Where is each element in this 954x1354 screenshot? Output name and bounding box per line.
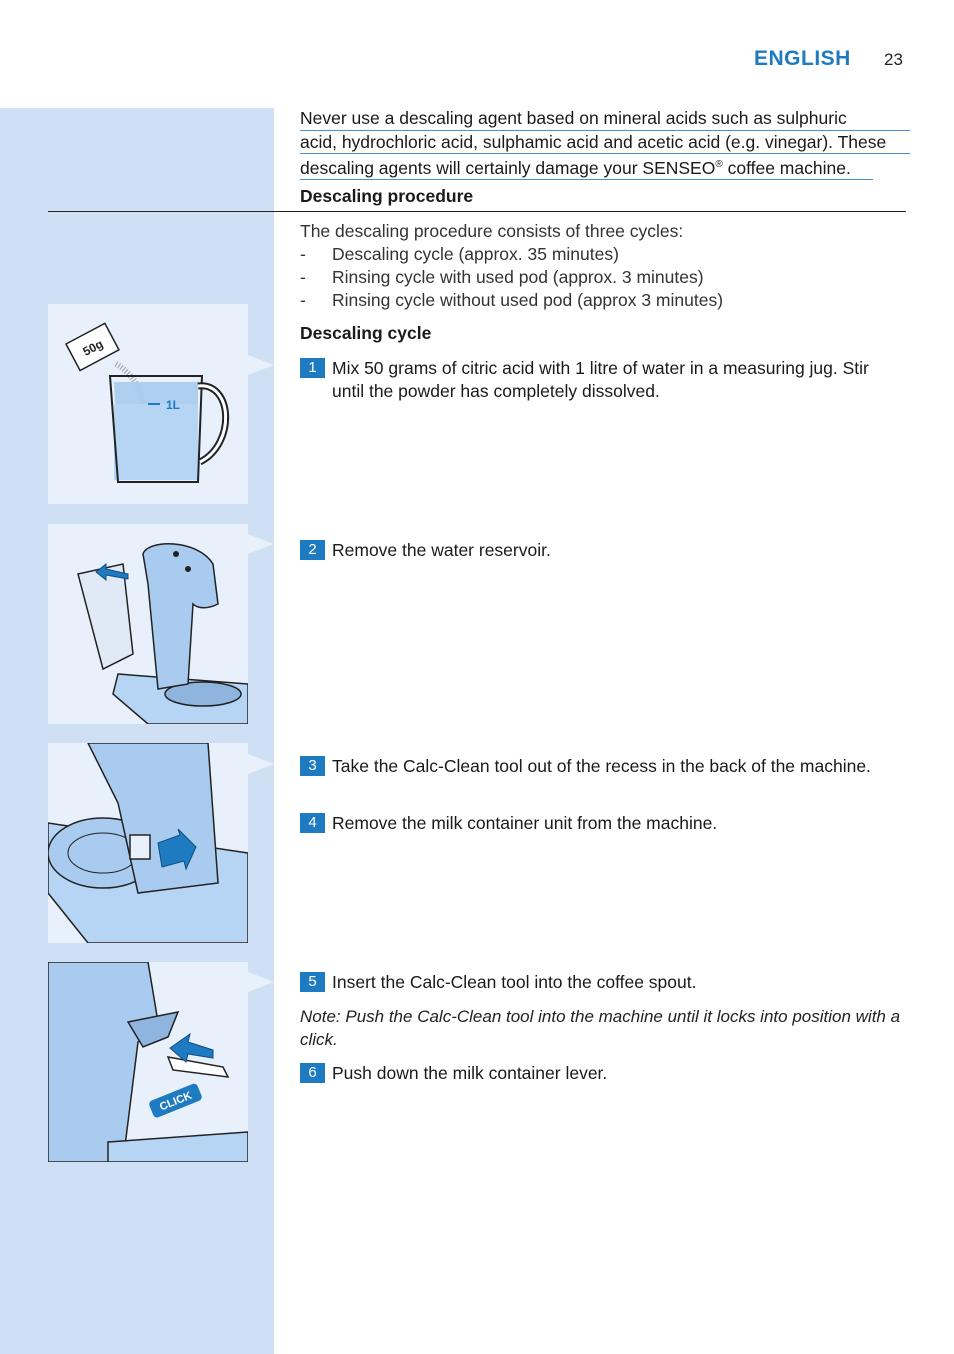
registered-mark: ®: [715, 159, 723, 170]
list-item-text: Rinsing cycle with used pod (approx. 3 m…: [332, 267, 704, 287]
warning-line-2: acid, hydrochloric acid, sulphamic acid …: [300, 131, 910, 154]
descaling-cycle-heading: Descaling cycle: [300, 323, 432, 343]
left-sidebar-band: [0, 108, 274, 1354]
step-text: Remove the milk container unit from the …: [332, 813, 718, 833]
list-item: - Rinsing cycle without used pod (approx …: [300, 289, 723, 312]
descaling-procedure-heading: Descaling procedure: [300, 186, 474, 206]
illustration-remove-reservoir: [48, 524, 248, 724]
step-number-badge: 1: [300, 358, 325, 378]
step-4: 4 Remove the milk container unit from th…: [300, 812, 900, 835]
jug-drawing: 50g 1L: [64, 322, 230, 483]
warning-notice: Never use a descaling agent based on min…: [300, 107, 910, 181]
section-divider: [48, 211, 906, 212]
step-3: 3 Take the Calc-Clean tool out of the re…: [300, 755, 900, 778]
warning-line-3a: descaling agents will certainly damage y…: [300, 157, 716, 178]
illustration-pointer: [248, 355, 274, 375]
list-dash: -: [300, 290, 306, 310]
step-6: 6 Push down the milk container lever.: [300, 1062, 900, 1085]
note-body: Push the Calc-Clean tool into the machin…: [300, 1007, 901, 1049]
coffee-spout-drawing: CLICK: [48, 962, 248, 1162]
step-text: Mix 50 grams of citric acid with 1 litre…: [332, 358, 869, 401]
step-number-badge: 6: [300, 1063, 325, 1083]
warning-line-1: Never use a descaling agent based on min…: [300, 107, 910, 131]
warning-line-3: descaling agents will certainly damage y…: [300, 154, 873, 181]
list-dash: -: [300, 244, 306, 264]
step-text: Remove the water reservoir.: [332, 540, 551, 560]
step-text: Take the Calc-Clean tool out of the rece…: [332, 756, 871, 776]
note-label: Note:: [300, 1007, 341, 1026]
intro-text: The descaling procedure consists of thre…: [300, 221, 684, 241]
step-text: Push down the milk container lever.: [332, 1063, 608, 1083]
list-item: - Rinsing cycle with used pod (approx. 3 …: [300, 266, 723, 289]
jug-volume-label: 1L: [166, 398, 180, 412]
step-number-badge: 2: [300, 540, 325, 560]
list-item-text: Descaling cycle (approx. 35 minutes): [332, 244, 619, 264]
step-number-badge: 5: [300, 972, 325, 992]
warning-line-3b: coffee machine.: [722, 157, 851, 178]
step-number-badge: 3: [300, 756, 325, 776]
step-2: 2 Remove the water reservoir.: [300, 539, 900, 562]
illustration-pointer: [248, 754, 274, 774]
illustration-pointer: [248, 972, 274, 992]
illustration-calc-clean-tool: [48, 743, 248, 943]
illustration-pointer: [248, 534, 274, 554]
step-5: 5 Insert the Calc-Clean tool into the co…: [300, 971, 900, 994]
step-text: Insert the Calc-Clean tool into the coff…: [332, 972, 697, 992]
illustration-measuring-jug: 50g 1L: [48, 304, 248, 504]
step-number-badge: 4: [300, 813, 325, 833]
procedure-intro: The descaling procedure consists of thre…: [300, 220, 723, 312]
note-text: Note: Push the Calc-Clean tool into the …: [300, 1005, 905, 1051]
illustration-insert-tool: CLICK: [48, 962, 248, 1162]
page-number: 23: [884, 50, 903, 69]
list-item: - Descaling cycle (approx. 35 minutes): [300, 243, 723, 266]
list-dash: -: [300, 267, 306, 287]
machine-reservoir-drawing: [77, 543, 248, 724]
list-item-text: Rinsing cycle without used pod (approx 3…: [332, 290, 724, 310]
language-heading: ENGLISH: [754, 47, 851, 70]
step-1: 1 Mix 50 grams of citric acid with 1 lit…: [300, 357, 900, 402]
machine-back-drawing: [48, 743, 248, 943]
